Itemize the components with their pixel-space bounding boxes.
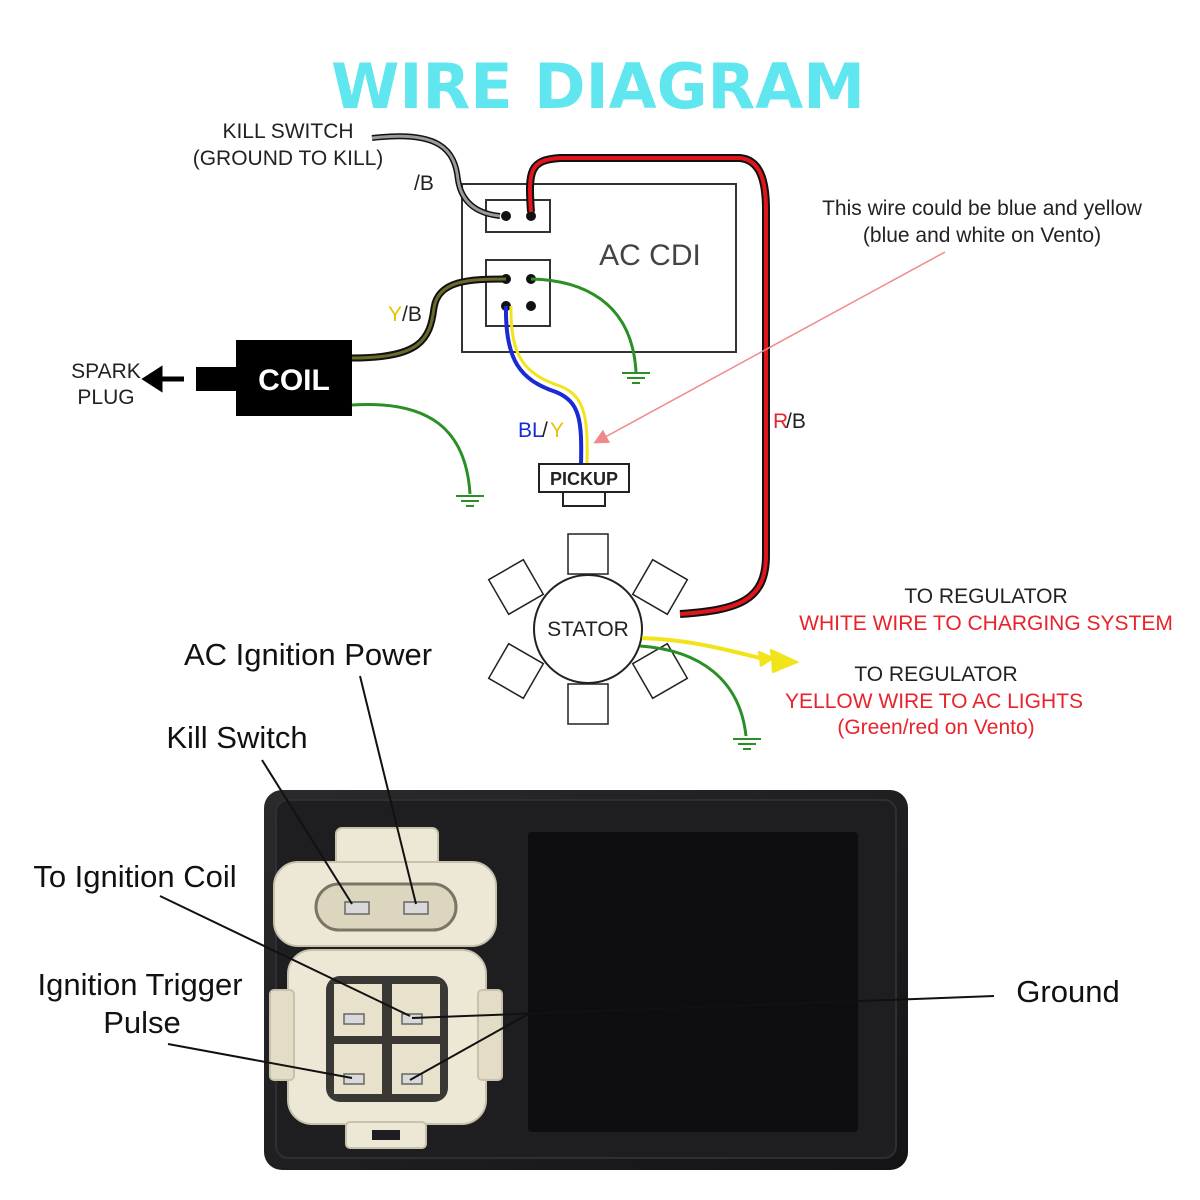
callout-ground: Ground — [1016, 974, 1119, 1009]
yellow-arrow-icon — [757, 648, 800, 674]
leader-ground-top — [411, 995, 995, 1019]
callout-trigger-line-1: Ignition Trigger — [37, 967, 242, 1002]
bly-wire-code: BL / Y — [518, 419, 564, 442]
spark-plug-arrow-icon — [141, 365, 184, 393]
svg-text:/B: /B — [402, 303, 422, 326]
stator-ground-icon — [733, 738, 761, 750]
leader-ac-ignition-power — [359, 675, 417, 905]
kill-switch-label-1: KILL SWITCH — [222, 120, 353, 143]
coil-label: COIL — [258, 364, 330, 397]
diagram-title: WIRE DIAGRAM — [331, 50, 865, 123]
svg-text:Y: Y — [388, 303, 402, 326]
upper-2-pin-connector — [273, 827, 497, 947]
leader-to-ignition-coil — [159, 895, 411, 1017]
pickup-wire — [503, 305, 584, 465]
stator-ground-wire — [639, 644, 748, 737]
callout-trigger-line-2: Pulse — [103, 1005, 181, 1040]
cdi-ground-icon — [622, 372, 650, 384]
wire-note-1: This wire could be blue and yellow — [822, 197, 1143, 220]
cdi-unit-photo — [264, 790, 908, 1170]
regulator-2-note: YELLOW WIRE TO AC LIGHTS — [785, 690, 1083, 713]
spark-plug-label-1: SPARK — [71, 360, 141, 383]
svg-text:R: R — [773, 410, 788, 433]
yb-wire-code: Y /B — [388, 303, 422, 326]
leader-trigger — [167, 1043, 353, 1079]
cdi-lower-connector — [485, 259, 551, 327]
svg-text:/: / — [542, 419, 548, 442]
pickup-sensor: PICKUP — [538, 463, 630, 507]
callout-to-ignition-coil: To Ignition Coil — [33, 859, 236, 894]
callout-ac-ignition-power: AC Ignition Power — [184, 637, 432, 672]
regulator-1-note: WHITE WIRE TO CHARGING SYSTEM — [799, 612, 1173, 635]
regulator-2-vento-note: (Green/red on Vento) — [837, 716, 1034, 739]
coil-ground-wire — [351, 402, 472, 495]
callout-kill-switch: Kill Switch — [166, 720, 307, 755]
svg-text:BL: BL — [518, 419, 544, 442]
stator-label: STATOR — [547, 618, 629, 641]
rb-wire-code: R /B — [773, 410, 806, 433]
regulator-1-label: TO REGULATOR — [904, 585, 1067, 608]
kill-switch-label-2: (GROUND TO KILL) — [193, 147, 384, 170]
lower-4-pin-connector — [269, 949, 503, 1149]
svg-text:/B: /B — [786, 410, 806, 433]
regulator-2-label: TO REGULATOR — [854, 663, 1017, 686]
cdi-ground-wire — [530, 277, 638, 373]
leader-ground-bottom — [409, 1013, 529, 1081]
kill-wire-code: /B — [414, 172, 434, 195]
note-arrow — [593, 251, 946, 444]
pickup-label: PICKUP — [550, 469, 618, 489]
yellow-regulator-wire — [641, 636, 769, 662]
stator: STATOR — [487, 533, 689, 725]
wire-note-2: (blue and white on Vento) — [863, 224, 1101, 247]
cdi-label: AC CDI — [599, 239, 701, 272]
spark-plug-label-2: PLUG — [77, 386, 134, 409]
svg-text:Y: Y — [550, 419, 564, 442]
ignition-coil: COIL — [196, 340, 352, 416]
leader-kill-switch — [261, 759, 353, 905]
coil-ground-icon — [456, 495, 484, 507]
